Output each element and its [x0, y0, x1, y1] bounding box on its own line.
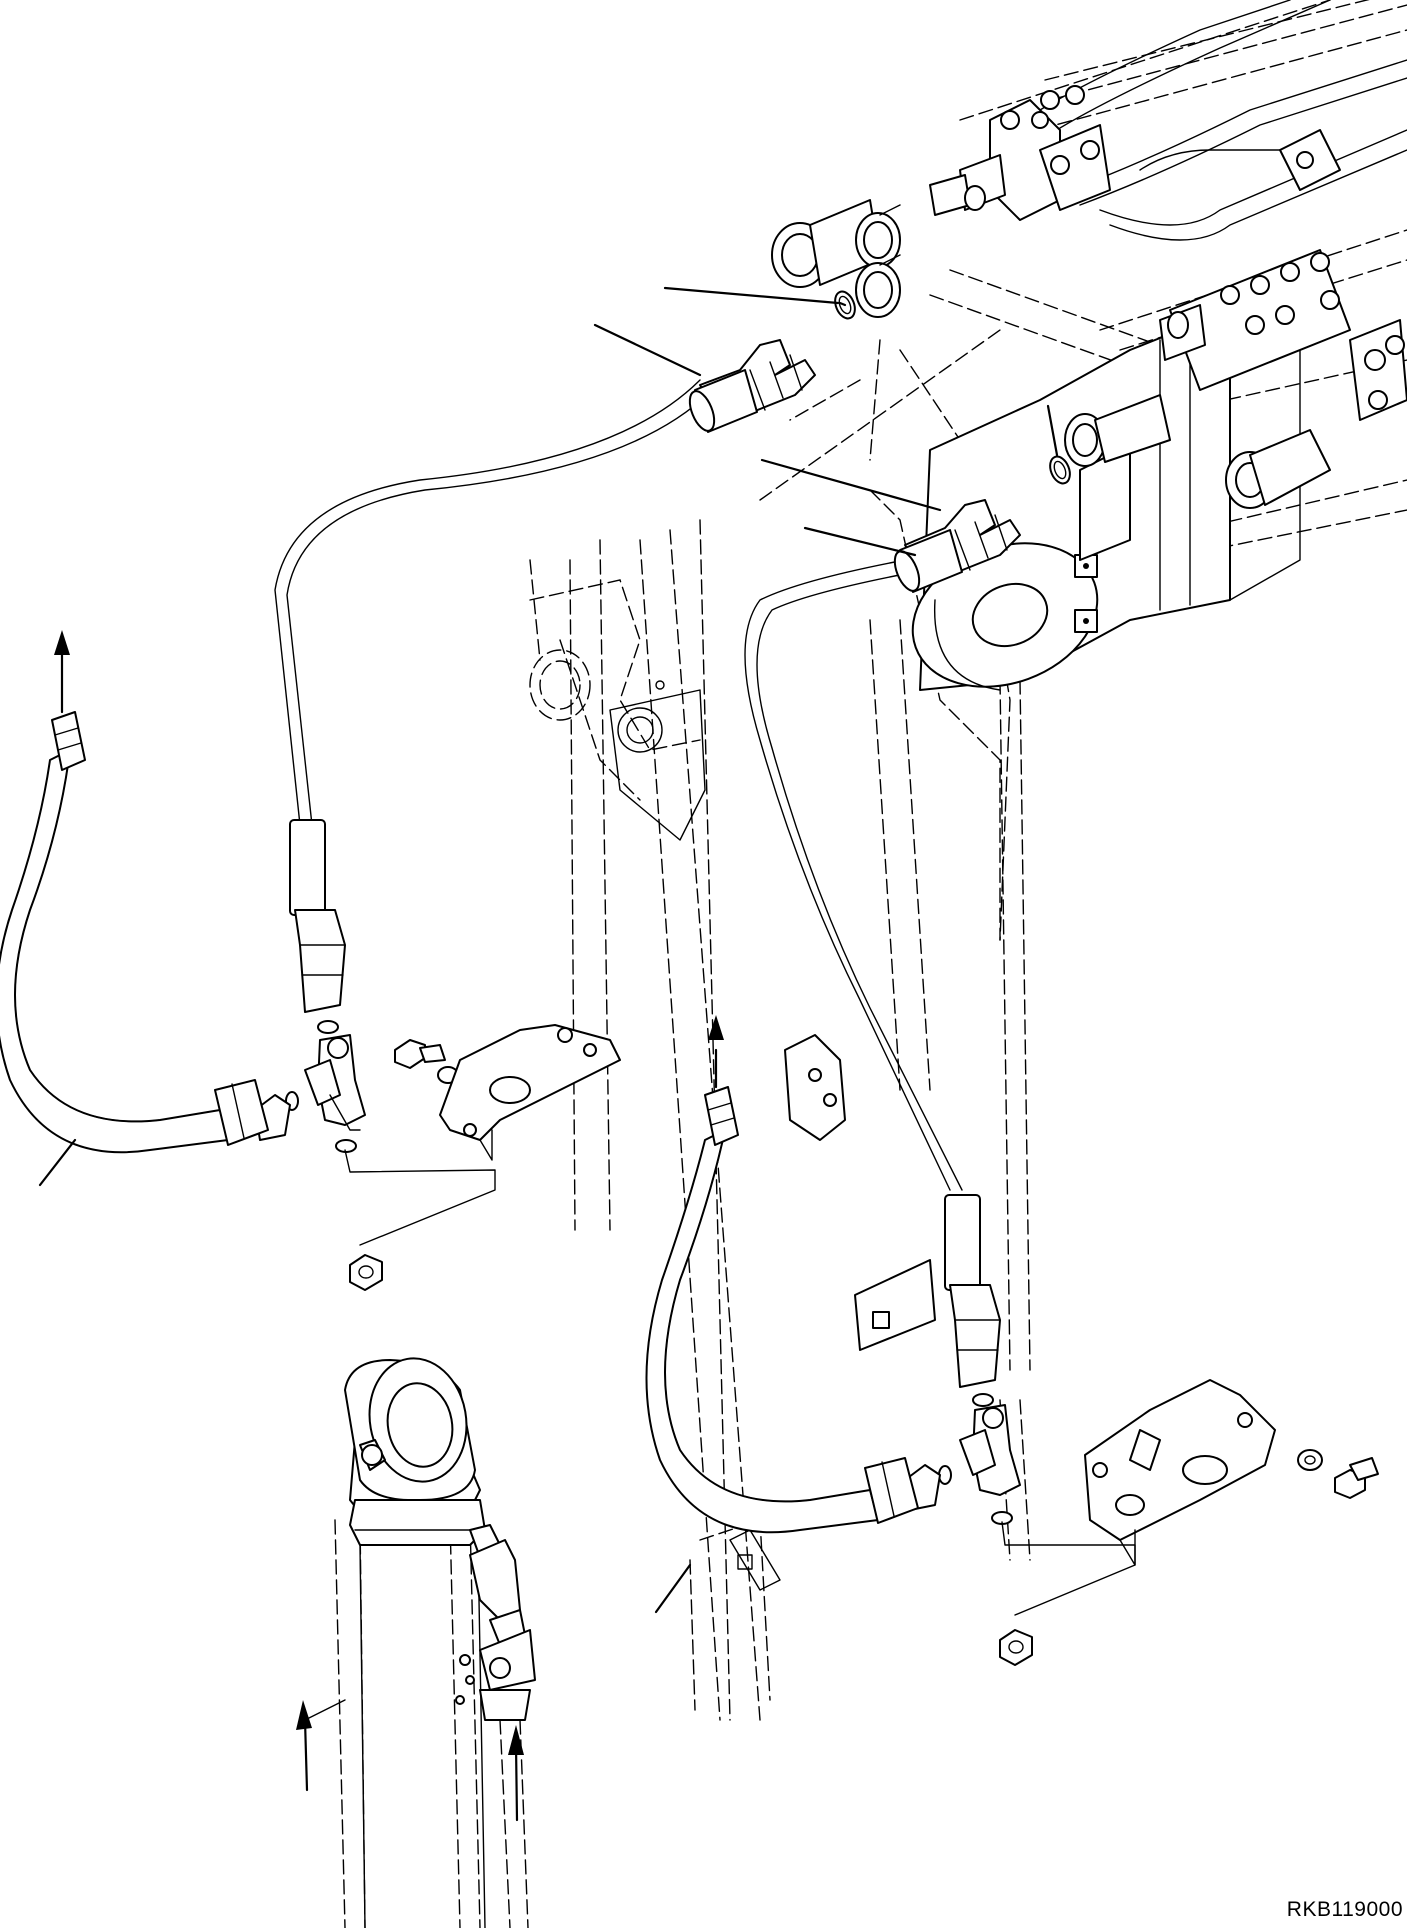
upper-hoses	[274, 379, 963, 1191]
upper-hose-fittings	[688, 290, 1071, 593]
hydraulic-cylinder	[296, 1357, 536, 1928]
boom-foot-pivot	[911, 299, 1301, 691]
right-hose-assembly	[645, 1015, 1379, 1666]
left-hose-assembly	[0, 630, 621, 1291]
figure-reference-code: RKB119000	[1286, 1898, 1403, 1921]
upper-pipe-fittings	[771, 85, 1407, 509]
leader-lines	[593, 286, 1059, 557]
